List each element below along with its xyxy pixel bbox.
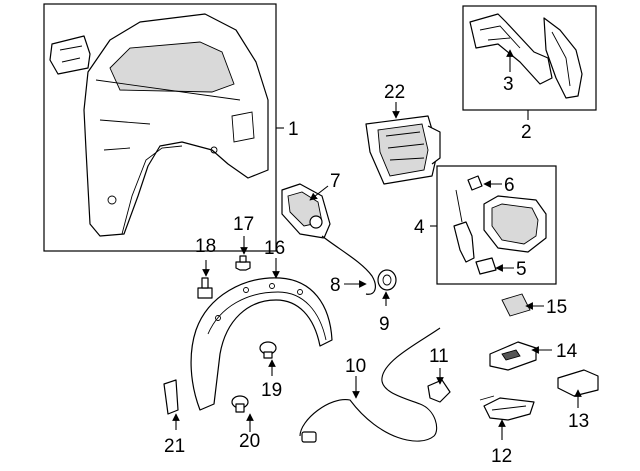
callout-22: 22 xyxy=(384,82,405,103)
housing-box xyxy=(436,165,557,285)
callout-3: 3 xyxy=(503,74,514,95)
wheel-liner-illustration xyxy=(190,277,333,411)
callout-10: 10 xyxy=(345,356,366,377)
callout-21: 21 xyxy=(164,436,185,457)
callout-17: 17 xyxy=(233,214,254,235)
flap-21-illustration xyxy=(163,379,179,415)
screw-20-illustration xyxy=(231,395,249,413)
bracket-12-illustration xyxy=(479,395,535,421)
filler-housing-illustration xyxy=(281,183,331,239)
callout-18: 18 xyxy=(195,236,216,257)
clip-15-illustration xyxy=(501,293,531,317)
callout-14: 14 xyxy=(556,341,578,362)
callout-20: 20 xyxy=(239,431,260,452)
callout-7: 7 xyxy=(330,171,341,192)
pin-19-illustration xyxy=(259,341,277,359)
bracket-box xyxy=(462,5,597,111)
grommet-illustration xyxy=(377,269,397,291)
callout-1: 1 xyxy=(288,119,299,140)
callout-12: 12 xyxy=(491,446,512,467)
clip-17-illustration xyxy=(235,255,251,271)
clip-11-illustration xyxy=(427,379,451,403)
callout-11: 11 xyxy=(429,346,449,367)
housing-illustration xyxy=(453,175,547,275)
quarter-panel-illustration xyxy=(49,13,269,237)
callout-13: 13 xyxy=(568,411,589,432)
callout-15: 15 xyxy=(546,297,567,318)
fuel-door-illustration xyxy=(365,115,441,185)
leader-7 xyxy=(309,185,329,201)
bolt-18-illustration xyxy=(197,277,213,299)
bracket-illustration xyxy=(469,13,583,99)
callout-5: 5 xyxy=(516,259,527,280)
callout-6: 6 xyxy=(504,175,515,196)
bracket-14-illustration xyxy=(489,341,537,371)
callout-9: 9 xyxy=(379,314,390,335)
release-cable-illustration xyxy=(299,327,441,442)
callout-19: 19 xyxy=(261,380,282,401)
callout-4: 4 xyxy=(414,217,425,238)
cable-end-illustration xyxy=(301,431,317,443)
callout-2: 2 xyxy=(521,122,532,143)
callout-8: 8 xyxy=(330,275,341,296)
callout-16: 16 xyxy=(264,238,285,259)
hose-illustration xyxy=(321,235,376,295)
pad-13-illustration xyxy=(557,369,599,397)
